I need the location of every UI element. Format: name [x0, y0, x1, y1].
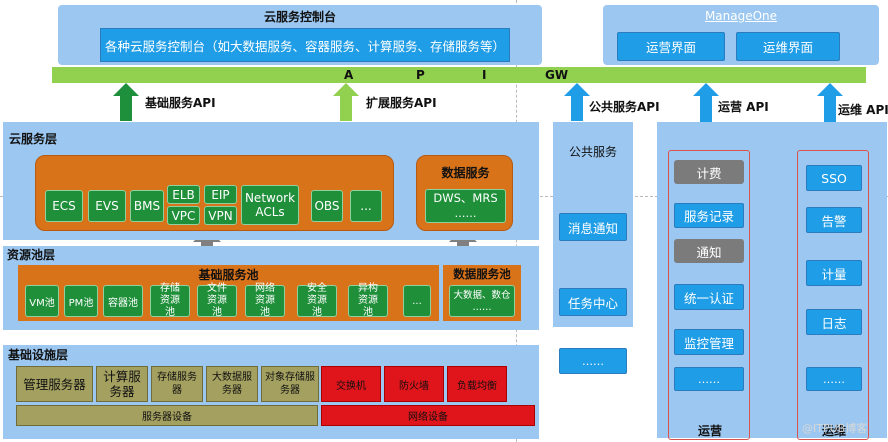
ops-api-label: 运营 API: [718, 100, 769, 114]
service-eip[interactable]: EIP: [204, 185, 237, 204]
data-pool-box[interactable]: 大数据、数仓 ……: [449, 285, 515, 317]
ops-api-arrow-icon: [693, 83, 719, 133]
ext-api-arrow-icon: [333, 83, 359, 121]
service-vpn[interactable]: VPN: [204, 206, 237, 225]
cloud-console-title: 云服务控制台: [263, 9, 336, 24]
basic-service-pool: 基础服务池 VM池 PM池 容器池 存储资源池 文件资源池 网络资源池 安全资源…: [18, 265, 439, 321]
maint-sso[interactable]: SSO: [806, 165, 862, 191]
basic-pool-title: 基础服务池: [198, 267, 259, 282]
ops-ui-button[interactable]: 运营界面: [617, 32, 725, 61]
network-equipment-bar: 网络设备: [321, 405, 535, 426]
service-vpc[interactable]: VPC: [167, 206, 200, 225]
service-evs[interactable]: EVS: [88, 190, 126, 222]
public-services-more[interactable]: ……: [559, 348, 627, 374]
pool-network[interactable]: 网络资源池: [245, 283, 285, 318]
operations-footer: 运营: [697, 423, 722, 438]
server-storage[interactable]: 存储服务器: [151, 366, 203, 402]
ops-unified-auth[interactable]: 统一认证: [674, 284, 744, 310]
data-pool-items: 大数据、数仓: [453, 289, 511, 301]
data-pool-more: ……: [472, 302, 492, 313]
server-object-storage[interactable]: 对象存储服务器: [261, 366, 319, 402]
infrastructure-layer: 基础设施层 管理服务器 计算服务器 存储服务器 大数据服务器 对象存储服务器 交…: [3, 345, 539, 439]
infra-layer-title: 基础设施层: [8, 348, 69, 362]
watermark: @ITPUB博客: [802, 422, 868, 435]
data-service-group: 数据服务 DWS、MRS ……: [416, 155, 513, 231]
cloud-service-group: ECS EVS BMS ELB VPC EIP VPN Network ACLs…: [35, 155, 394, 231]
api-gw-letter-p: P: [416, 68, 425, 82]
basic-api-label: 基础服务API: [145, 96, 216, 110]
data-service-more: ……: [454, 206, 477, 220]
manageone-title: ManageOne: [704, 8, 778, 23]
api-gw-letter-gw: GW: [545, 68, 569, 82]
maint-api-arrow-icon: [817, 83, 843, 133]
pool-more[interactable]: ...: [403, 285, 431, 317]
api-gw-letter-i: I: [482, 68, 487, 82]
resource-layer-title: 资源池层: [7, 248, 56, 262]
service-elb[interactable]: ELB: [167, 185, 200, 204]
server-management[interactable]: 管理服务器: [16, 366, 93, 402]
pool-storage[interactable]: 存储资源池: [150, 283, 190, 318]
cloud-console-panel: 云服务控制台 各种云服务控制台（如大数据服务、容器服务、计算服务、存储服务等）: [58, 5, 542, 65]
service-ecs[interactable]: ECS: [45, 190, 83, 222]
server-compute[interactable]: 计算服务器: [96, 366, 148, 402]
operations-group: 计费 服务记录 通知 统一认证 监控管理 …… 运营: [668, 150, 750, 440]
ops-notice[interactable]: 通知: [674, 239, 744, 263]
service-more[interactable]: ...: [350, 190, 382, 222]
public-api-arrow-icon: [564, 83, 590, 121]
api-gateway-bar: A P I GW: [52, 67, 866, 83]
maint-ui-button[interactable]: 运维界面: [736, 32, 840, 61]
maint-metering[interactable]: 计量: [806, 260, 862, 286]
public-services-panel: 公共服务 消息通知 任务中心 ……: [553, 122, 633, 374]
pool-security[interactable]: 安全资源池: [297, 283, 337, 318]
service-obs[interactable]: OBS: [311, 190, 343, 222]
data-service-items: DWS、MRS: [433, 191, 498, 205]
public-services-title: 公共服务: [568, 144, 617, 159]
message-notify-item[interactable]: 消息通知: [559, 213, 627, 241]
net-load-balancer[interactable]: 负载均衡: [447, 366, 507, 402]
cloud-service-layer: 云服务层 ECS EVS BMS ELB VPC EIP VPN Network…: [3, 122, 539, 240]
pool-vm[interactable]: VM池: [25, 285, 59, 317]
pool-heterogeneous[interactable]: 异构资源池: [348, 283, 388, 318]
ops-billing[interactable]: 计费: [674, 160, 744, 184]
server-bigdata[interactable]: 大数据服务器: [206, 366, 258, 402]
server-equipment-bar: 服务器设备: [16, 405, 318, 426]
pool-container[interactable]: 容器池: [103, 285, 143, 317]
data-service-pool: 数据服务池 大数据、数仓 ……: [443, 265, 521, 321]
api-gw-letter-a: A: [344, 68, 354, 82]
data-pool-title: 数据服务池: [453, 267, 511, 281]
cloud-console-description[interactable]: 各种云服务控制台（如大数据服务、容器服务、计算服务、存储服务等）: [100, 28, 510, 62]
maint-logs[interactable]: 日志: [806, 309, 862, 335]
ops-monitoring[interactable]: 监控管理: [674, 329, 744, 355]
ops-more[interactable]: ……: [674, 367, 744, 391]
manageone-panel: ManageOne 运营界面 运维界面: [603, 5, 879, 65]
ext-api-label: 扩展服务API: [366, 96, 437, 110]
net-switch[interactable]: 交换机: [321, 366, 381, 402]
cloud-layer-title: 云服务层: [9, 132, 58, 146]
basic-api-arrow-icon: [113, 83, 139, 121]
manageone-backend-panel: 计费 服务记录 通知 统一认证 监控管理 …… 运营 SSO 告警 计量 日志 …: [657, 122, 887, 440]
public-api-label: 公共服务API: [589, 100, 660, 114]
ops-service-records[interactable]: 服务记录: [674, 203, 744, 228]
maint-more[interactable]: ……: [806, 367, 862, 391]
maintenance-group: SSO 告警 计量 日志 …… 运维: [797, 150, 869, 440]
data-service-title: 数据服务: [441, 165, 490, 180]
pool-file[interactable]: 文件资源池: [197, 283, 237, 318]
maintenance-footer: 运维: [821, 423, 846, 438]
maint-api-label: 运维 API: [838, 103, 888, 117]
service-network-acls[interactable]: Network ACLs: [241, 185, 299, 225]
net-firewall[interactable]: 防火墙: [384, 366, 444, 402]
service-bms[interactable]: BMS: [130, 190, 164, 222]
task-center-item[interactable]: 任务中心: [559, 288, 627, 316]
pool-pm[interactable]: PM池: [64, 285, 98, 317]
maint-alarm[interactable]: 告警: [806, 207, 862, 233]
data-service-box[interactable]: DWS、MRS ……: [425, 189, 506, 223]
resource-pool-layer: 资源池层 基础服务池 VM池 PM池 容器池 存储资源池 文件资源池 网络资源池…: [3, 246, 539, 330]
